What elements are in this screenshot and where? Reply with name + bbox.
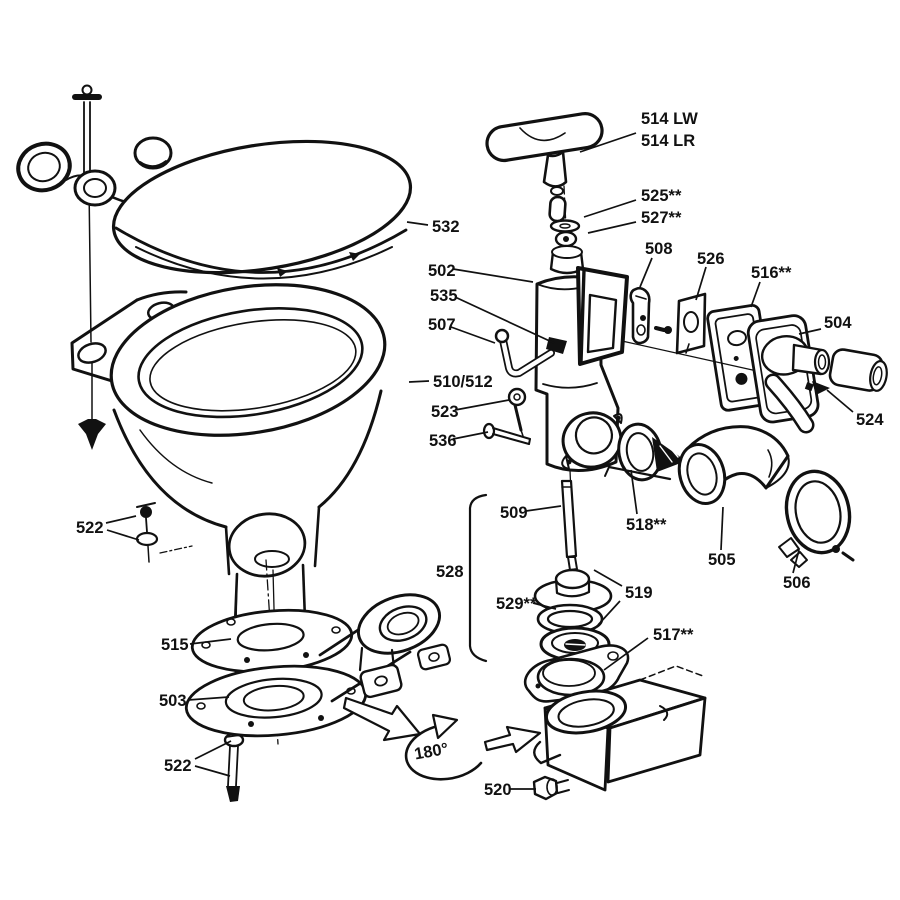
- flip-arrow-right: [483, 725, 542, 754]
- bracket-528: [468, 493, 488, 663]
- part-label-532: 532: [432, 218, 460, 236]
- part-label-509: 509: [500, 504, 528, 522]
- part-label-503: 503: [159, 692, 187, 710]
- base-assembly-drawing: [184, 569, 452, 738]
- part-label-518: 518**: [626, 516, 667, 534]
- part-label-516: 516**: [751, 264, 792, 282]
- part-label-504: 504: [824, 314, 852, 332]
- rotation-annotation: 180°: [413, 740, 450, 764]
- toilet-bowl-drawing: [70, 283, 387, 745]
- part-label-528: 528: [436, 563, 464, 581]
- part-label-502: 502: [428, 262, 456, 280]
- pump-handle: [485, 112, 604, 163]
- part-label-506: 506: [783, 574, 811, 592]
- part-label-514-lr: 514 LR: [641, 132, 695, 150]
- part-label-515: 515: [161, 636, 189, 654]
- screw-524: [812, 381, 830, 395]
- part-label-523: 523: [431, 403, 459, 421]
- part-label-525: 525**: [641, 187, 682, 205]
- part-label-529: 529**: [496, 595, 537, 613]
- part-label-524: 524: [856, 411, 884, 429]
- part-label-535: 535: [430, 287, 458, 305]
- flip-arrow-left: [342, 696, 422, 742]
- rotation-arrow: [404, 724, 483, 781]
- part-label-507: 507: [428, 316, 456, 334]
- assembly-arrows-drawing: [342, 696, 542, 781]
- part-label-527: 527**: [641, 209, 682, 227]
- part-label-514-lw: 514 LW: [641, 110, 698, 128]
- part-label-519: 519: [625, 584, 653, 602]
- leader-lines: [105, 132, 854, 790]
- part-label-517: 517**: [653, 626, 694, 644]
- part-label-505: 505: [708, 551, 736, 569]
- part-label-510-512: 510/512: [433, 373, 493, 391]
- wing-nut: [78, 419, 106, 450]
- pump-assembly-drawing: [468, 112, 888, 801]
- part-label-536: 536: [429, 432, 457, 450]
- part-labels: 514 LW 514 LR 525** 527** 508 526 516** …: [76, 110, 884, 799]
- part-label-520: 520: [484, 781, 512, 799]
- seat-lid-drawing: [16, 84, 413, 450]
- part-label-508: 508: [645, 240, 673, 258]
- part-label-526: 526: [697, 250, 725, 268]
- part-label-522-lower: 522: [164, 757, 192, 775]
- mounting-hardware-522-drawing: [135, 502, 245, 802]
- part-label-522-upper: 522: [76, 519, 104, 537]
